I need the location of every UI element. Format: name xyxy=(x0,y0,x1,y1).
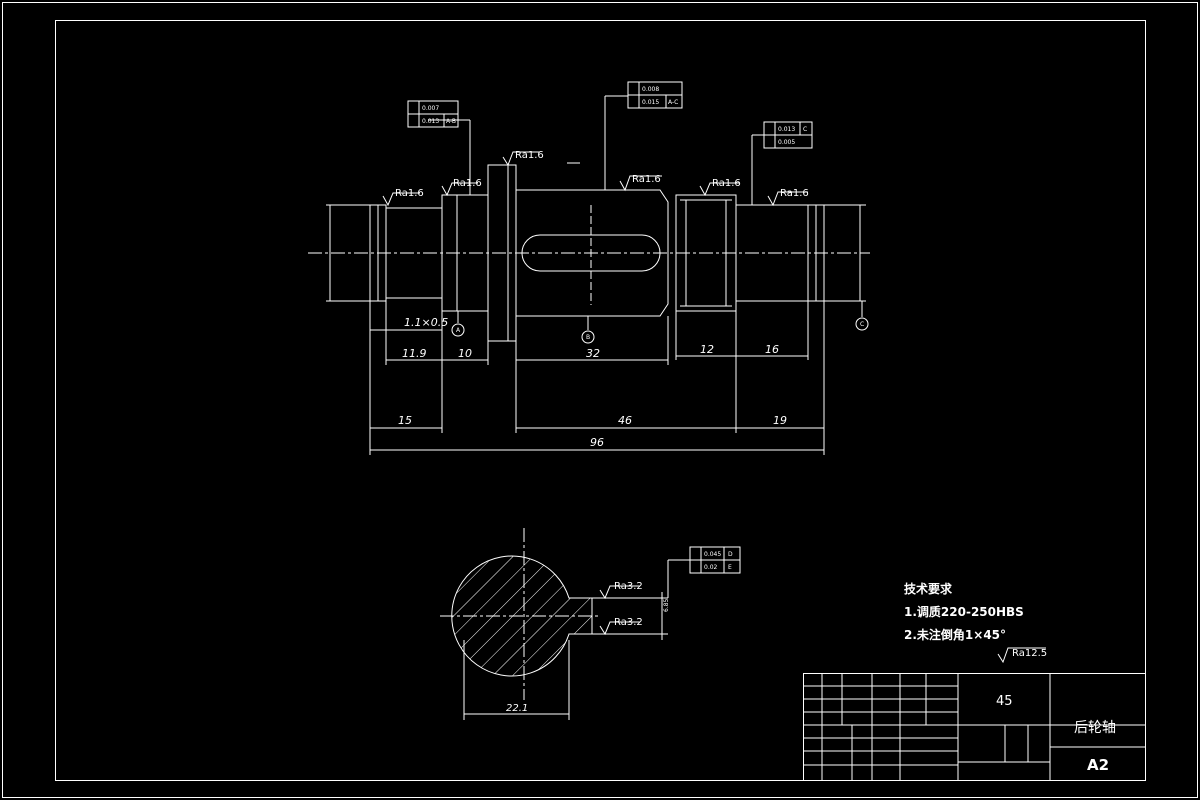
dimension-15: 15 xyxy=(398,414,412,427)
tolerance-value: 0.013 xyxy=(778,126,795,133)
dimension-19: 19 xyxy=(773,414,787,427)
roughness-label: Ra1.6 xyxy=(712,178,741,189)
tolerance-frame-3 xyxy=(763,121,813,149)
dimension-11-9: 11.9 xyxy=(402,347,427,360)
datum-a: A xyxy=(456,327,461,334)
dimension-32: 32 xyxy=(586,347,600,360)
tolerance-value: 0.015 xyxy=(642,99,659,106)
default-roughness xyxy=(997,647,1046,664)
roughness-label: Ra1.6 xyxy=(453,178,482,189)
default-roughness-label: Ra12.5 xyxy=(1012,648,1047,659)
tolerance-ref: E xyxy=(728,564,732,571)
part-name: 后轮轴 xyxy=(1074,720,1116,736)
title-block xyxy=(803,673,1146,781)
dimension-96: 96 xyxy=(590,436,604,449)
material-label: 45 xyxy=(996,694,1013,709)
roughness-label: Ra1.6 xyxy=(515,150,544,161)
tolerance-value: 0.008 xyxy=(642,86,659,93)
dimension-46: 46 xyxy=(618,414,632,427)
datum-c: C xyxy=(860,321,864,328)
section-key-dimension: 6.85 xyxy=(663,598,670,612)
tolerance-value: 0.007 xyxy=(422,105,439,112)
tolerance-value: 0.005 xyxy=(778,139,795,146)
section-view xyxy=(440,528,741,720)
roughness-symbols xyxy=(382,151,808,207)
shaft-main-view xyxy=(308,95,870,455)
roughness-label: Ra3.2 xyxy=(614,617,643,628)
tolerance-ref: A-C xyxy=(668,99,678,106)
tolerance-value: 0.045 xyxy=(704,551,721,558)
datum-b: B xyxy=(586,334,590,341)
tolerance-ref: A-B xyxy=(446,118,456,125)
tolerance-value: 0.02 xyxy=(704,564,718,571)
tech-req-item-1: 1.调质220-250HBS xyxy=(904,605,1024,619)
tolerance-ref: D xyxy=(728,551,733,558)
tech-req-title: 技术要求 xyxy=(904,582,953,596)
tolerance-value: 0.013 xyxy=(422,118,439,125)
tolerance-frame-2 xyxy=(627,81,683,109)
roughness-label: Ra3.2 xyxy=(614,581,643,592)
inner-border xyxy=(55,20,1146,781)
chamfer-dimension: 1.1×0.5 xyxy=(404,316,448,329)
sheet-size: A2 xyxy=(1087,756,1109,774)
dimension-16: 16 xyxy=(765,343,779,356)
tech-req-item-2: 2.未注倒角1×45° xyxy=(904,628,1007,642)
roughness-label: Ra1.6 xyxy=(395,188,424,199)
tolerance-frame-1 xyxy=(407,100,459,128)
dimension-10: 10 xyxy=(458,347,472,360)
tolerance-ref: C xyxy=(803,126,807,133)
dimension-12: 12 xyxy=(700,343,714,356)
roughness-label: Ra1.6 xyxy=(780,188,809,199)
roughness-label: Ra1.6 xyxy=(632,174,661,185)
section-width-dimension: 22.1 xyxy=(506,703,528,714)
